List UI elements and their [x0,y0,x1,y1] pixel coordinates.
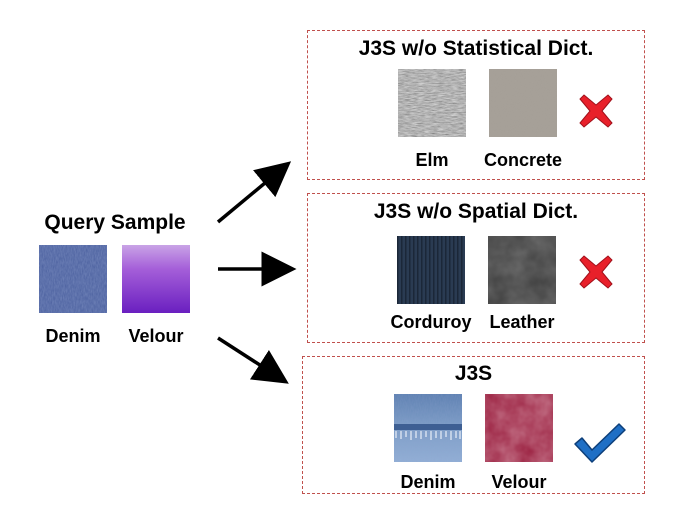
query-texture-velour [122,245,190,313]
query-label-velour: Velour [128,326,184,346]
result-label-velour: Velour [491,472,547,492]
result-label-leather: Leather [489,312,555,332]
result-texture-velour [485,394,553,462]
cross-icon [579,94,613,128]
result-texture-leather [488,236,556,304]
arrow-to-j3s [217,336,289,384]
result-label-corduroy: Corduroy [390,312,472,332]
result-texture-denim [394,394,462,462]
result-label-elm: Elm [415,150,449,170]
result-texture-concrete [489,69,557,137]
cross-icon [579,255,613,289]
panel-j3s-title: J3S [454,362,493,385]
result-label-concrete: Concrete [483,150,563,170]
query-sample-title: Query Sample [44,211,186,234]
result-texture-elm [398,69,466,137]
panel-spatial [307,193,645,343]
query-texture-denim [39,245,107,313]
check-icon [574,423,626,463]
arrow-to-statistical [216,161,292,224]
result-label-denim: Denim [400,472,456,492]
query-label-denim: Denim [45,326,101,346]
panel-statistical-title: J3S w/o Statistical Dict. [358,37,594,60]
panel-statistical [307,30,645,180]
panel-j3s [302,356,645,494]
panel-spatial-title: J3S w/o Spatial Dict. [373,200,579,223]
result-texture-corduroy [397,236,465,304]
